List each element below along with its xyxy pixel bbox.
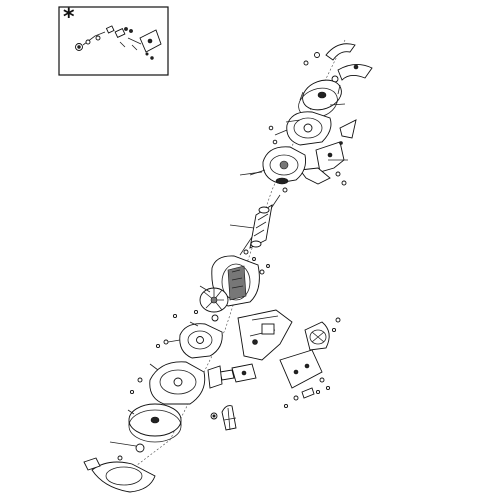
base-housing xyxy=(219,309,293,383)
screws-right xyxy=(283,377,331,409)
armature-shaft xyxy=(239,194,281,256)
wheel-guard-bottom xyxy=(83,457,156,493)
tool-rest xyxy=(207,365,237,431)
screws-top xyxy=(268,125,288,193)
cooling-fan xyxy=(199,287,229,322)
grinding-wheel-bottom xyxy=(128,403,182,443)
grinding-wheel-top xyxy=(298,79,342,119)
eyeshield-bracket xyxy=(299,119,357,186)
switch-plate xyxy=(279,317,341,389)
nut-bottom xyxy=(117,455,123,461)
screws-left xyxy=(129,309,199,395)
end-bell-top xyxy=(274,111,332,146)
nut xyxy=(314,52,320,58)
inset-detail: * xyxy=(58,5,169,76)
motor-end-shield xyxy=(249,146,307,185)
wheel-guard-left xyxy=(137,361,206,405)
inset-asterisk: * xyxy=(63,5,75,30)
wheel-guard-top xyxy=(325,43,373,83)
inset-switch-assembly xyxy=(75,25,162,60)
end-bell-left xyxy=(163,323,223,359)
flange-washer xyxy=(135,443,145,453)
washer xyxy=(303,60,309,66)
leader-lines xyxy=(109,103,348,447)
